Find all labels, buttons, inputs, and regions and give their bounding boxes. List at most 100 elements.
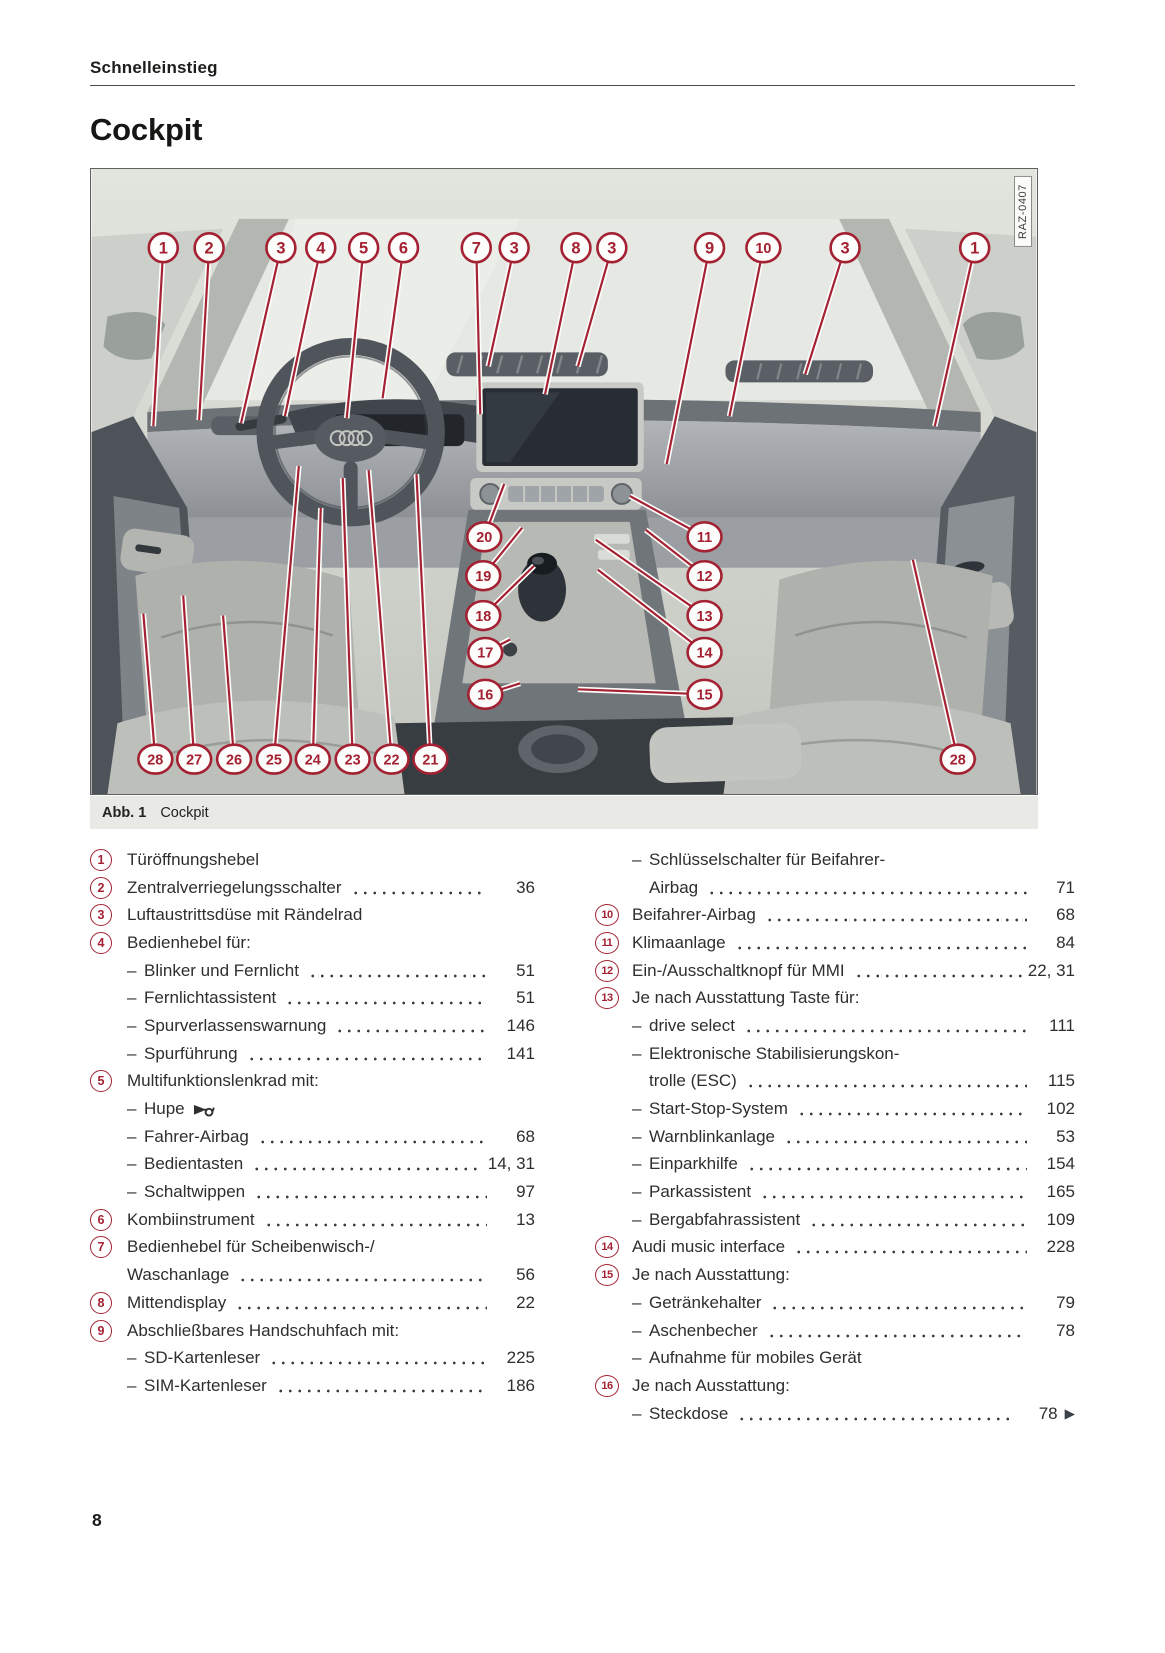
- figure-callout-circle: [347, 231, 380, 264]
- legend-marker: 8: [90, 1291, 127, 1314]
- legend-entry: Je nach Ausstattung Taste für:: [632, 988, 1075, 1008]
- dot-leader: [269, 1361, 487, 1366]
- legend-label: Beifahrer-Airbag: [632, 905, 756, 925]
- figure-callout-number: 23: [345, 752, 361, 768]
- figure-callout-circle: [686, 678, 723, 711]
- dot-leader: [746, 1167, 1027, 1172]
- dash-bullet: –: [127, 1182, 137, 1202]
- cockpit-illustration: 1234567383910312019181716111213141528272…: [91, 169, 1037, 794]
- figure-callout-circle: [255, 743, 293, 775]
- dot-leader: [764, 918, 1027, 923]
- legend-label: Einparkhilfe: [649, 1154, 738, 1174]
- figure-callout-circle: [693, 231, 726, 264]
- callout-leader-line: [911, 559, 959, 760]
- figure-callout-number: 28: [950, 752, 966, 768]
- legend-page-number: 165: [1046, 1182, 1075, 1202]
- dot-leader: [743, 1028, 1027, 1033]
- legend-marker: 11: [595, 931, 632, 954]
- figure-callout-number: 4: [316, 240, 326, 258]
- legend-entry: –Schlüsselschalter für Beifahrer-: [632, 850, 1075, 870]
- legend-page-number: 78: [1038, 1403, 1058, 1423]
- legend-page-number: 22, 31: [1027, 960, 1075, 980]
- figure-callout-circle: [467, 678, 504, 711]
- legend-number-badge: 13: [595, 987, 619, 1010]
- callout-leader-line: [142, 613, 157, 760]
- callout-leader-line: [182, 595, 196, 760]
- callout-leader-line: [239, 247, 282, 424]
- callout-leader-line: [341, 477, 354, 760]
- callout-leader-line: [576, 247, 613, 367]
- legend-label: Blinker und Fernlicht: [144, 960, 299, 980]
- legend-label: Fernlichtassistent: [144, 988, 277, 1008]
- legend-label: Bergabfahrassistent: [649, 1209, 801, 1229]
- callout-leader-line: [804, 247, 847, 375]
- caption-title: Cockpit: [160, 804, 209, 821]
- dot-leader: [784, 1139, 1027, 1144]
- callout-leader-line: [597, 568, 706, 654]
- legend-number-badge: 5: [90, 1070, 112, 1093]
- figure-callout-circle: [939, 743, 976, 775]
- figure-callout-circle: [334, 743, 371, 775]
- callout-leader-line: [381, 247, 405, 399]
- legend-marker: 13: [595, 987, 632, 1010]
- callout-leader-line: [933, 247, 976, 427]
- legend-page-number: 13: [516, 1209, 535, 1229]
- legend-label: Klimaanlage: [632, 932, 726, 952]
- legend-page-number: 84: [1056, 932, 1075, 952]
- dot-leader: [257, 1139, 487, 1144]
- dot-leader: [246, 1056, 487, 1061]
- figure-callout-circle: [175, 743, 213, 775]
- figure-callout-number: 3: [607, 240, 616, 258]
- dot-leader: [809, 1222, 1027, 1227]
- figure-callout-circle: [686, 636, 723, 669]
- legend-label: Mittendisplay: [127, 1292, 227, 1312]
- figure-callout-circle: [467, 636, 504, 669]
- page-title: Cockpit: [90, 112, 203, 147]
- footer-page-number: 8: [92, 1510, 102, 1530]
- figure-callout-number: 8: [571, 240, 580, 258]
- dash-bullet: –: [127, 1043, 137, 1063]
- dot-leader: [745, 1084, 1027, 1089]
- figure-callout-circle: [193, 231, 225, 264]
- callout-leader-line: [367, 469, 393, 760]
- dash-bullet: –: [127, 1126, 137, 1146]
- dash-bullet: –: [632, 1099, 642, 1119]
- legend-marker: 10: [595, 904, 632, 927]
- legend-label: Getränkehalter: [649, 1292, 762, 1312]
- legend-page-number: 51: [516, 988, 535, 1008]
- legend-label: Ein-/Ausschaltknopf für MMI: [632, 960, 845, 980]
- legend-page-number: 102: [1046, 1099, 1075, 1119]
- figure-callout-number: 24: [305, 752, 321, 768]
- legend-label: Schlüsselschalter für Beifahrer-: [649, 849, 886, 869]
- figure-callout-circle: [147, 231, 180, 264]
- dash-bullet: –: [127, 1348, 137, 1368]
- figure-callout-number: 26: [226, 752, 242, 768]
- legend-number-badge: 11: [595, 931, 619, 954]
- legend-page-number: 97: [516, 1182, 535, 1202]
- legend-entry: Multifunktionslenkrad mit:: [127, 1071, 535, 1091]
- horn-icon: [193, 1105, 215, 1117]
- figure-callout-circle: [373, 743, 410, 775]
- legend-page-number: 141: [506, 1043, 535, 1063]
- legend-marker: 2: [90, 876, 127, 899]
- legend-entry: –Hupe: [127, 1099, 535, 1119]
